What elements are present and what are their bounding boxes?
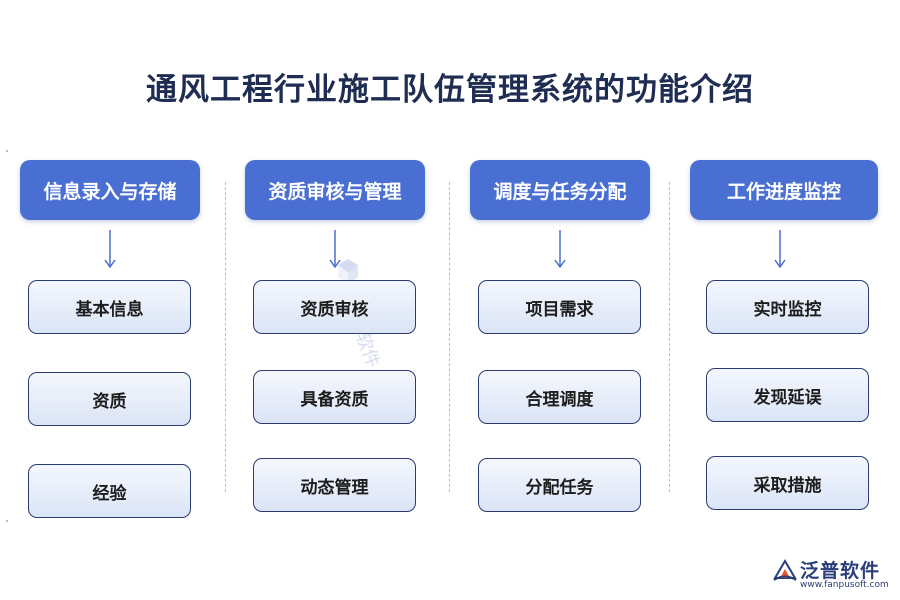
feature-item[interactable]: 动态管理	[253, 458, 416, 512]
brand-url[interactable]: www.fanpusoft.com	[800, 580, 889, 590]
down-arrow-icon	[774, 230, 786, 268]
feature-item[interactable]: 资质	[28, 372, 191, 426]
feature-item[interactable]: 发现延误	[706, 368, 869, 422]
column-divider	[669, 182, 670, 492]
brand-logo[interactable]: 泛普软件 www.fanpusoft.com	[772, 556, 892, 596]
watermark-text: 软件	[351, 330, 383, 371]
feature-item[interactable]: 基本信息	[28, 280, 191, 334]
feature-item[interactable]: 项目需求	[478, 280, 641, 334]
column-header[interactable]: 资质审核与管理	[245, 160, 425, 220]
feature-item[interactable]: 经验	[28, 464, 191, 518]
feature-item[interactable]: 具备资质	[253, 370, 416, 424]
edge-tick	[6, 150, 8, 152]
edge-tick	[6, 520, 8, 522]
column-header[interactable]: 信息录入与存储	[20, 160, 200, 220]
feature-item[interactable]: 合理调度	[478, 370, 641, 424]
fanpu-logo-icon	[773, 559, 797, 581]
down-arrow-icon	[329, 230, 341, 268]
page-title: 通风工程行业施工队伍管理系统的功能介绍	[146, 72, 754, 108]
feature-item[interactable]: 资质审核	[253, 280, 416, 334]
column-header[interactable]: 调度与任务分配	[470, 160, 650, 220]
column-divider	[449, 182, 450, 492]
feature-item[interactable]: 采取措施	[706, 456, 869, 510]
column-divider	[225, 182, 226, 492]
down-arrow-icon	[104, 230, 116, 268]
down-arrow-icon	[554, 230, 566, 268]
feature-item[interactable]: 实时监控	[706, 280, 869, 334]
watermark-logo-icon: 软件	[338, 259, 383, 371]
column-header[interactable]: 工作进度监控	[690, 160, 878, 220]
brand-name: 泛普软件	[800, 560, 881, 582]
feature-item[interactable]: 分配任务	[478, 458, 641, 512]
